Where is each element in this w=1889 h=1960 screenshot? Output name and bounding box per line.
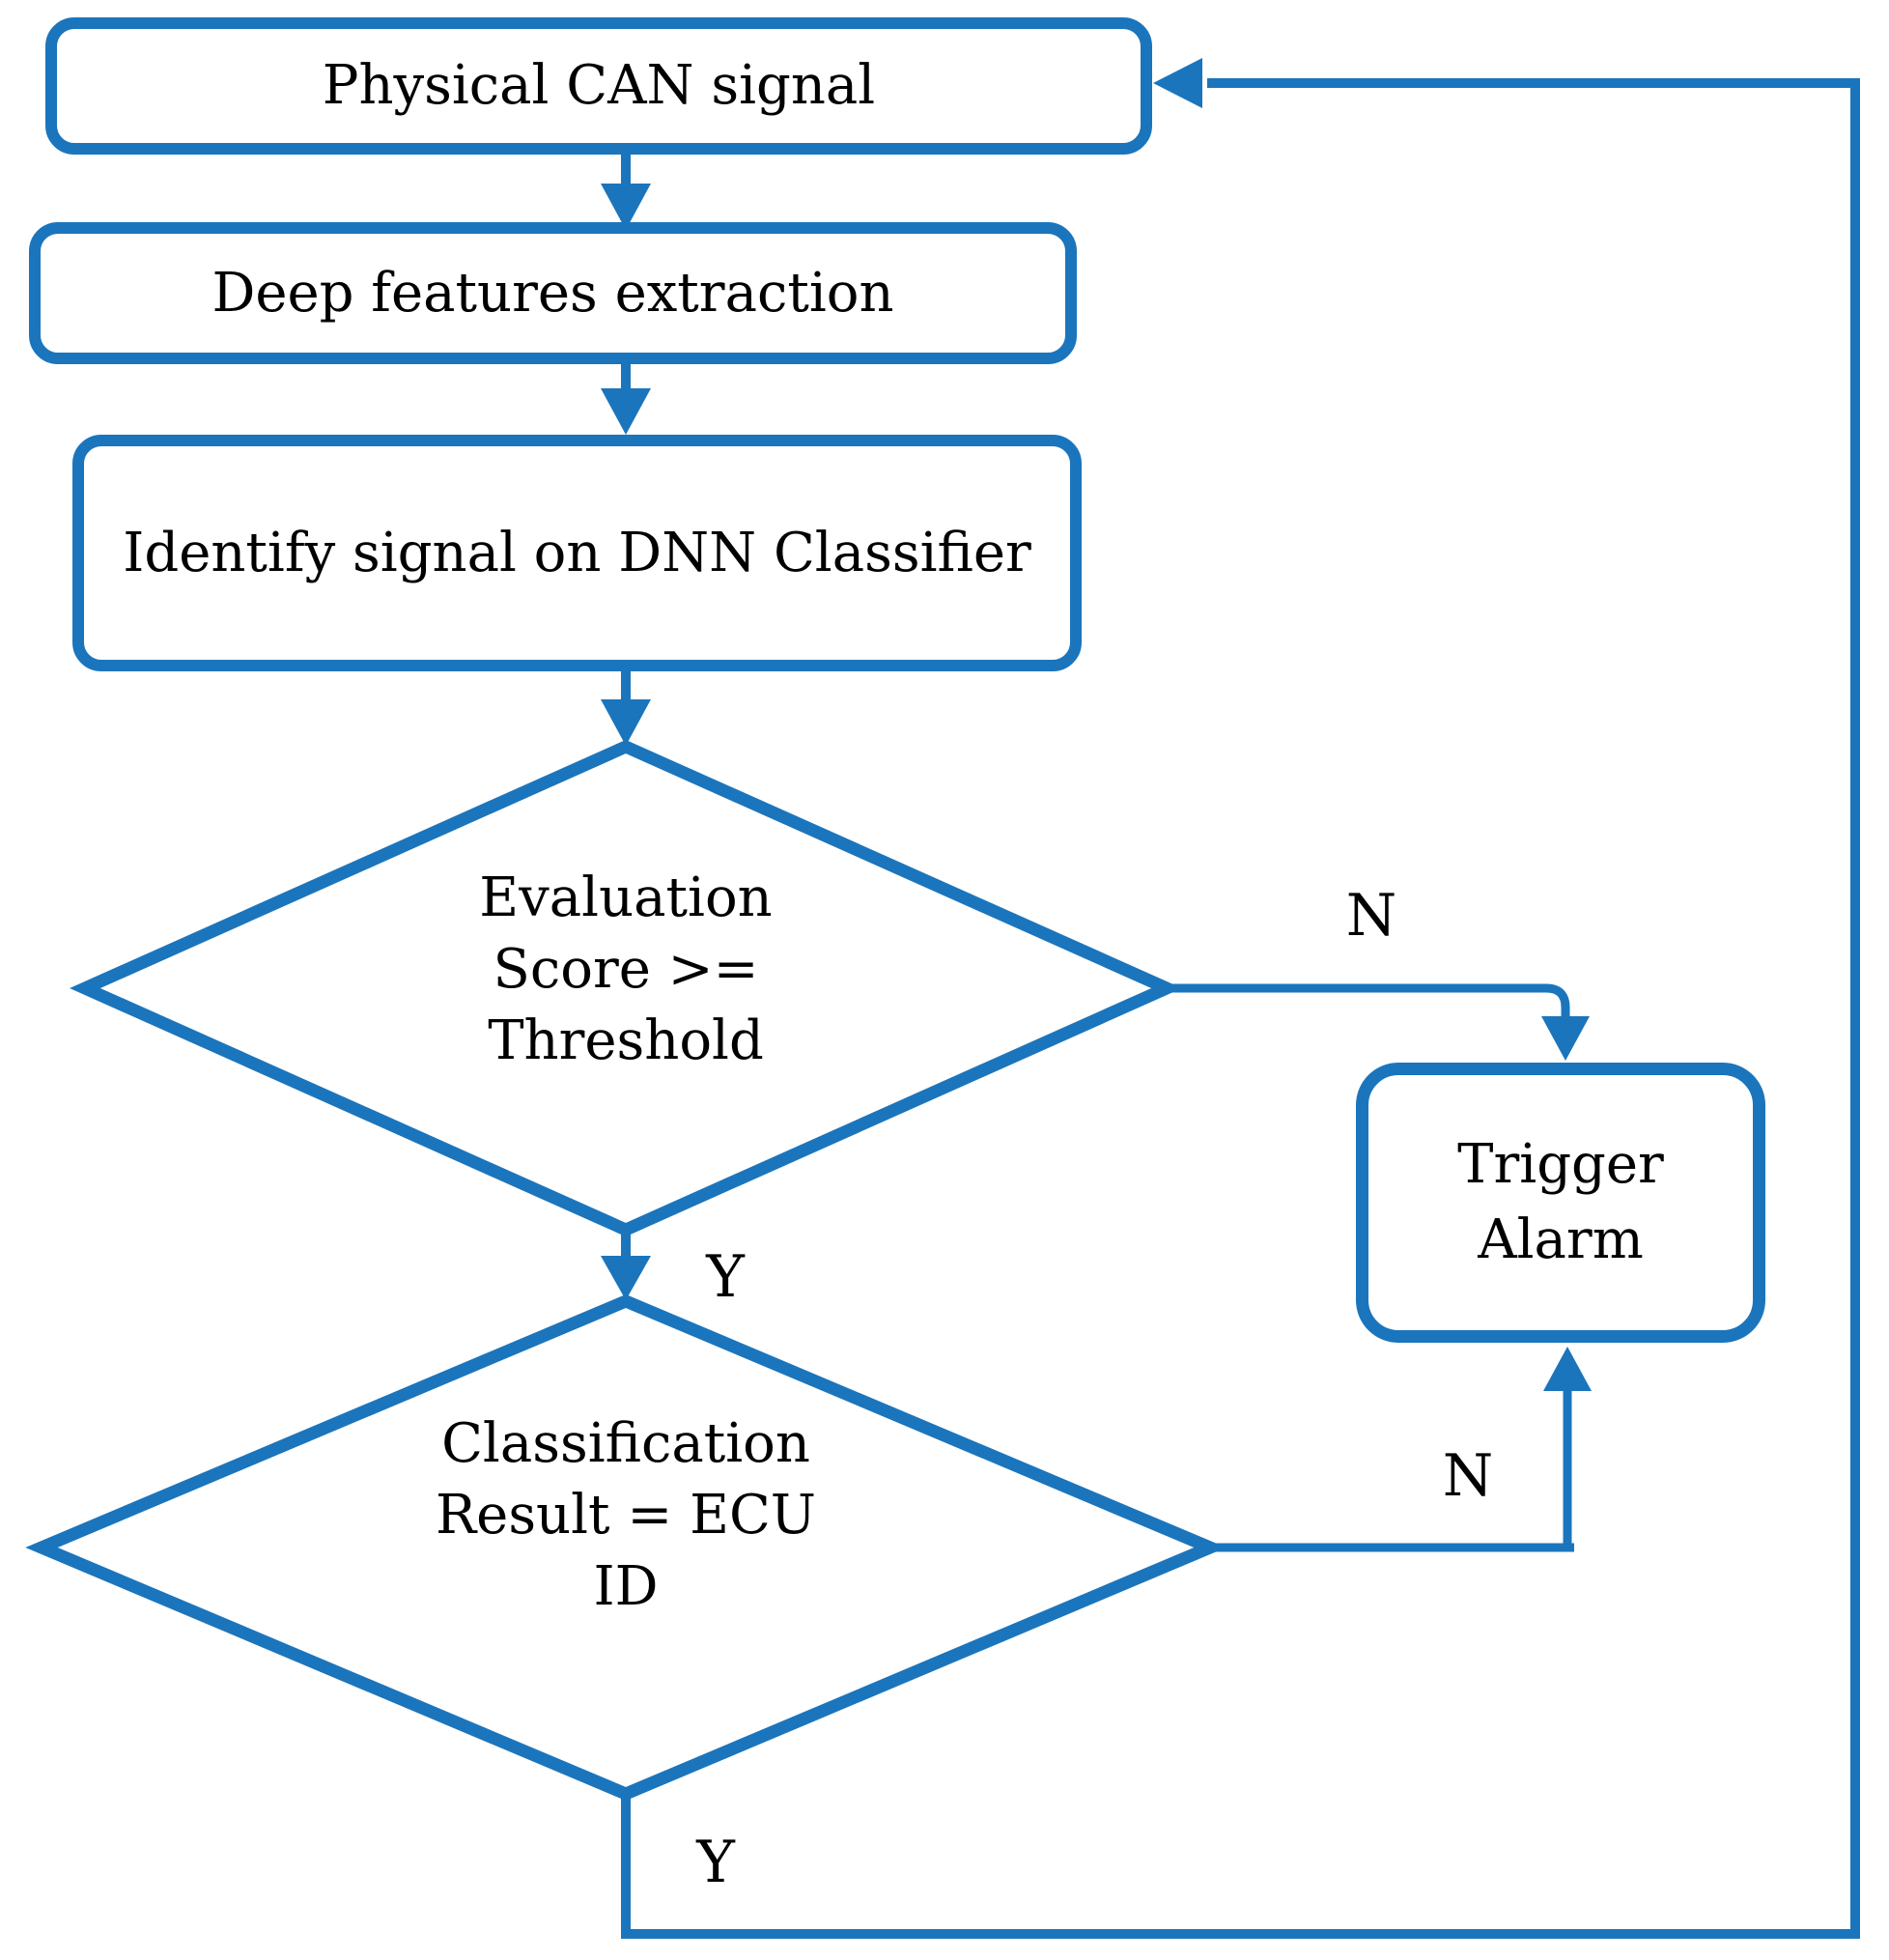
- arrowhead-down-into-classification: [601, 1256, 651, 1300]
- arrowhead-down-into-classifier: [601, 388, 651, 435]
- decision-evaluation-score-shape: [70, 739, 1182, 1237]
- arrowhead-up-into-trigger-alarm: [1543, 1347, 1592, 1391]
- edge-classification-no: [1210, 1389, 1574, 1552]
- arrowhead-left-into-physical-can-signal: [1153, 58, 1202, 108]
- node-classification-result-label: Classification Result = ECU ID: [436, 1412, 816, 1618]
- edge-classification-yes-loop: [621, 78, 1860, 1939]
- arrowhead-down-into-extraction: [601, 184, 651, 230]
- arrowhead-down-into-evaluation: [601, 699, 651, 746]
- edge-label-classification-yes: Y: [696, 1829, 735, 1896]
- node-identify-signal-dnn-classifier: Identify signal on DNN Classifier: [72, 435, 1082, 671]
- edge-label-evaluation-no: N: [1345, 882, 1397, 950]
- edge-label-classification-no: N: [1442, 1442, 1494, 1510]
- edge-label-evaluation-yes: Y: [706, 1243, 745, 1311]
- edge-evaluation-no: [1167, 983, 1570, 1018]
- arrowhead-down-into-trigger-alarm: [1541, 1016, 1590, 1061]
- node-physical-can-signal: Physical CAN signal: [45, 17, 1152, 155]
- decision-classification-result-shape: [25, 1293, 1226, 1802]
- node-trigger-alarm: Trigger Alarm: [1356, 1063, 1765, 1343]
- node-deep-features-extraction: Deep features extraction: [29, 222, 1077, 364]
- node-evaluation-score-label: Evaluation Score >= Threshold: [479, 866, 773, 1072]
